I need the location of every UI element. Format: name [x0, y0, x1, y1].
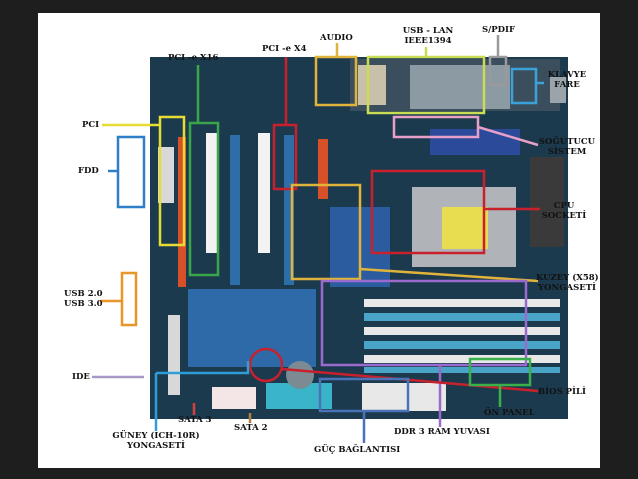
- label-kuzey-line2: YONGASETİ: [537, 283, 596, 293]
- kuzey-leader: [359, 267, 539, 283]
- keyboard-port: [550, 77, 566, 103]
- label-sata3: SATA 3: [178, 415, 212, 425]
- sogutucu-box: [392, 115, 480, 139]
- label-audio: AUDIO: [320, 33, 353, 43]
- ddr3-box: [320, 279, 528, 367]
- label-bios: BİOS PİLİ: [538, 387, 586, 397]
- label-usb-lan-line1: USB - LAN: [402, 26, 454, 36]
- pcie-x4-box: [272, 123, 298, 191]
- fdd-connector: [158, 147, 174, 203]
- guc-box: [318, 377, 410, 413]
- label-ddr3: DDR 3 RAM YUVASI: [394, 427, 490, 437]
- label-ieee1394: IEEE1394: [404, 36, 452, 46]
- klavye-box: [510, 67, 538, 105]
- label-cpu-line2: SOCKETİ: [541, 211, 587, 221]
- pci-slot-1: [206, 133, 218, 253]
- guney-line: [156, 361, 250, 375]
- kuzey-box: [290, 183, 362, 281]
- audio-jacks: [358, 65, 386, 105]
- label-sogutucu-line2: SİSTEM: [547, 147, 587, 157]
- label-sogutucu-line1: SOĞUTUCU: [538, 137, 596, 147]
- bios-leader: [281, 367, 539, 393]
- label-sogutucu: SOĞUTUCU SİSTEM: [538, 137, 596, 157]
- label-on-panel: ÖN PANEL: [484, 408, 535, 418]
- sata3-ports: [212, 387, 256, 409]
- ram-slot-1: [364, 299, 560, 307]
- label-kuzey: KUZEY (X58) YONGASETİ: [536, 273, 599, 293]
- label-guc: GÜÇ BAĞLANTISI: [314, 445, 401, 455]
- label-guney: GÜNEY (ICH-10R) YONGASETİ: [106, 431, 206, 451]
- label-fdd: FDD: [78, 166, 99, 176]
- label-guney-line1: GÜNEY (ICH-10R): [112, 431, 200, 441]
- label-fare: FARE: [554, 80, 580, 90]
- label-kuzey-line1: KUZEY (X58): [536, 273, 599, 283]
- label-usb30: USB 3.0: [64, 299, 103, 309]
- label-pcie-x4: PCI -e X4: [262, 44, 307, 54]
- fdd-box: [116, 135, 146, 209]
- southbridge-cover: [188, 289, 316, 367]
- on-panel-box: [468, 357, 532, 387]
- power-connector: [362, 383, 446, 411]
- motherboard-image: [150, 57, 568, 419]
- label-guney-line2: YONGASETİ: [126, 441, 185, 451]
- label-klavye-fare: KLAVYE FARE: [544, 70, 590, 90]
- heatsink-top: [430, 129, 520, 155]
- label-ide: IDE: [72, 372, 90, 382]
- ram-slot-4: [364, 341, 560, 349]
- pci-slot-2: [258, 133, 270, 253]
- bios-circle: [248, 347, 284, 383]
- label-sata2: SATA 2: [234, 423, 268, 433]
- label-klavye: KLAVYE: [547, 70, 587, 80]
- label-cpu-line1: CPU: [553, 201, 575, 211]
- cpu-box: [370, 169, 486, 255]
- audio-box: [314, 55, 358, 107]
- label-pcie-x16: PCI -e X16: [168, 53, 219, 63]
- label-spdif: S/PDIF: [482, 25, 516, 35]
- cpu-socket-core: [442, 207, 488, 249]
- pcie-x16-slot-1: [230, 135, 240, 285]
- pcie-x16-slot-2: [284, 135, 294, 285]
- spdif-box: [488, 55, 508, 87]
- pcie-x4-slot: [318, 139, 328, 199]
- pci-box: [158, 115, 186, 247]
- ram-slot-2: [364, 313, 560, 321]
- annotation-overlay: [92, 35, 544, 443]
- usb-front-box: [120, 271, 138, 327]
- usb-lan-box: [366, 55, 486, 115]
- ram-slot-6: [364, 367, 560, 373]
- usb-lan-ports: [410, 65, 510, 109]
- label-usb-front: USB 2.0 USB 3.0: [64, 289, 102, 309]
- label-pci: PCI: [82, 120, 100, 130]
- ram-slot-3: [364, 327, 560, 335]
- label-usb20: USB 2.0: [64, 289, 103, 299]
- heatsink-side: [530, 157, 564, 247]
- sogutucu-leader: [477, 125, 539, 147]
- orange-slot: [178, 137, 186, 287]
- label-cpu: CPU SOCKETİ: [540, 201, 588, 221]
- pcie-x16-box: [188, 121, 220, 277]
- bios-battery: [286, 361, 314, 389]
- diagram-panel: AUDIO USB - LAN IEEE1394 S/PDIF KLAVYE F…: [38, 13, 600, 468]
- ram-slot-5: [364, 355, 560, 363]
- ide-connector: [168, 315, 180, 395]
- label-usb-lan: USB - LAN IEEE1394: [394, 26, 462, 46]
